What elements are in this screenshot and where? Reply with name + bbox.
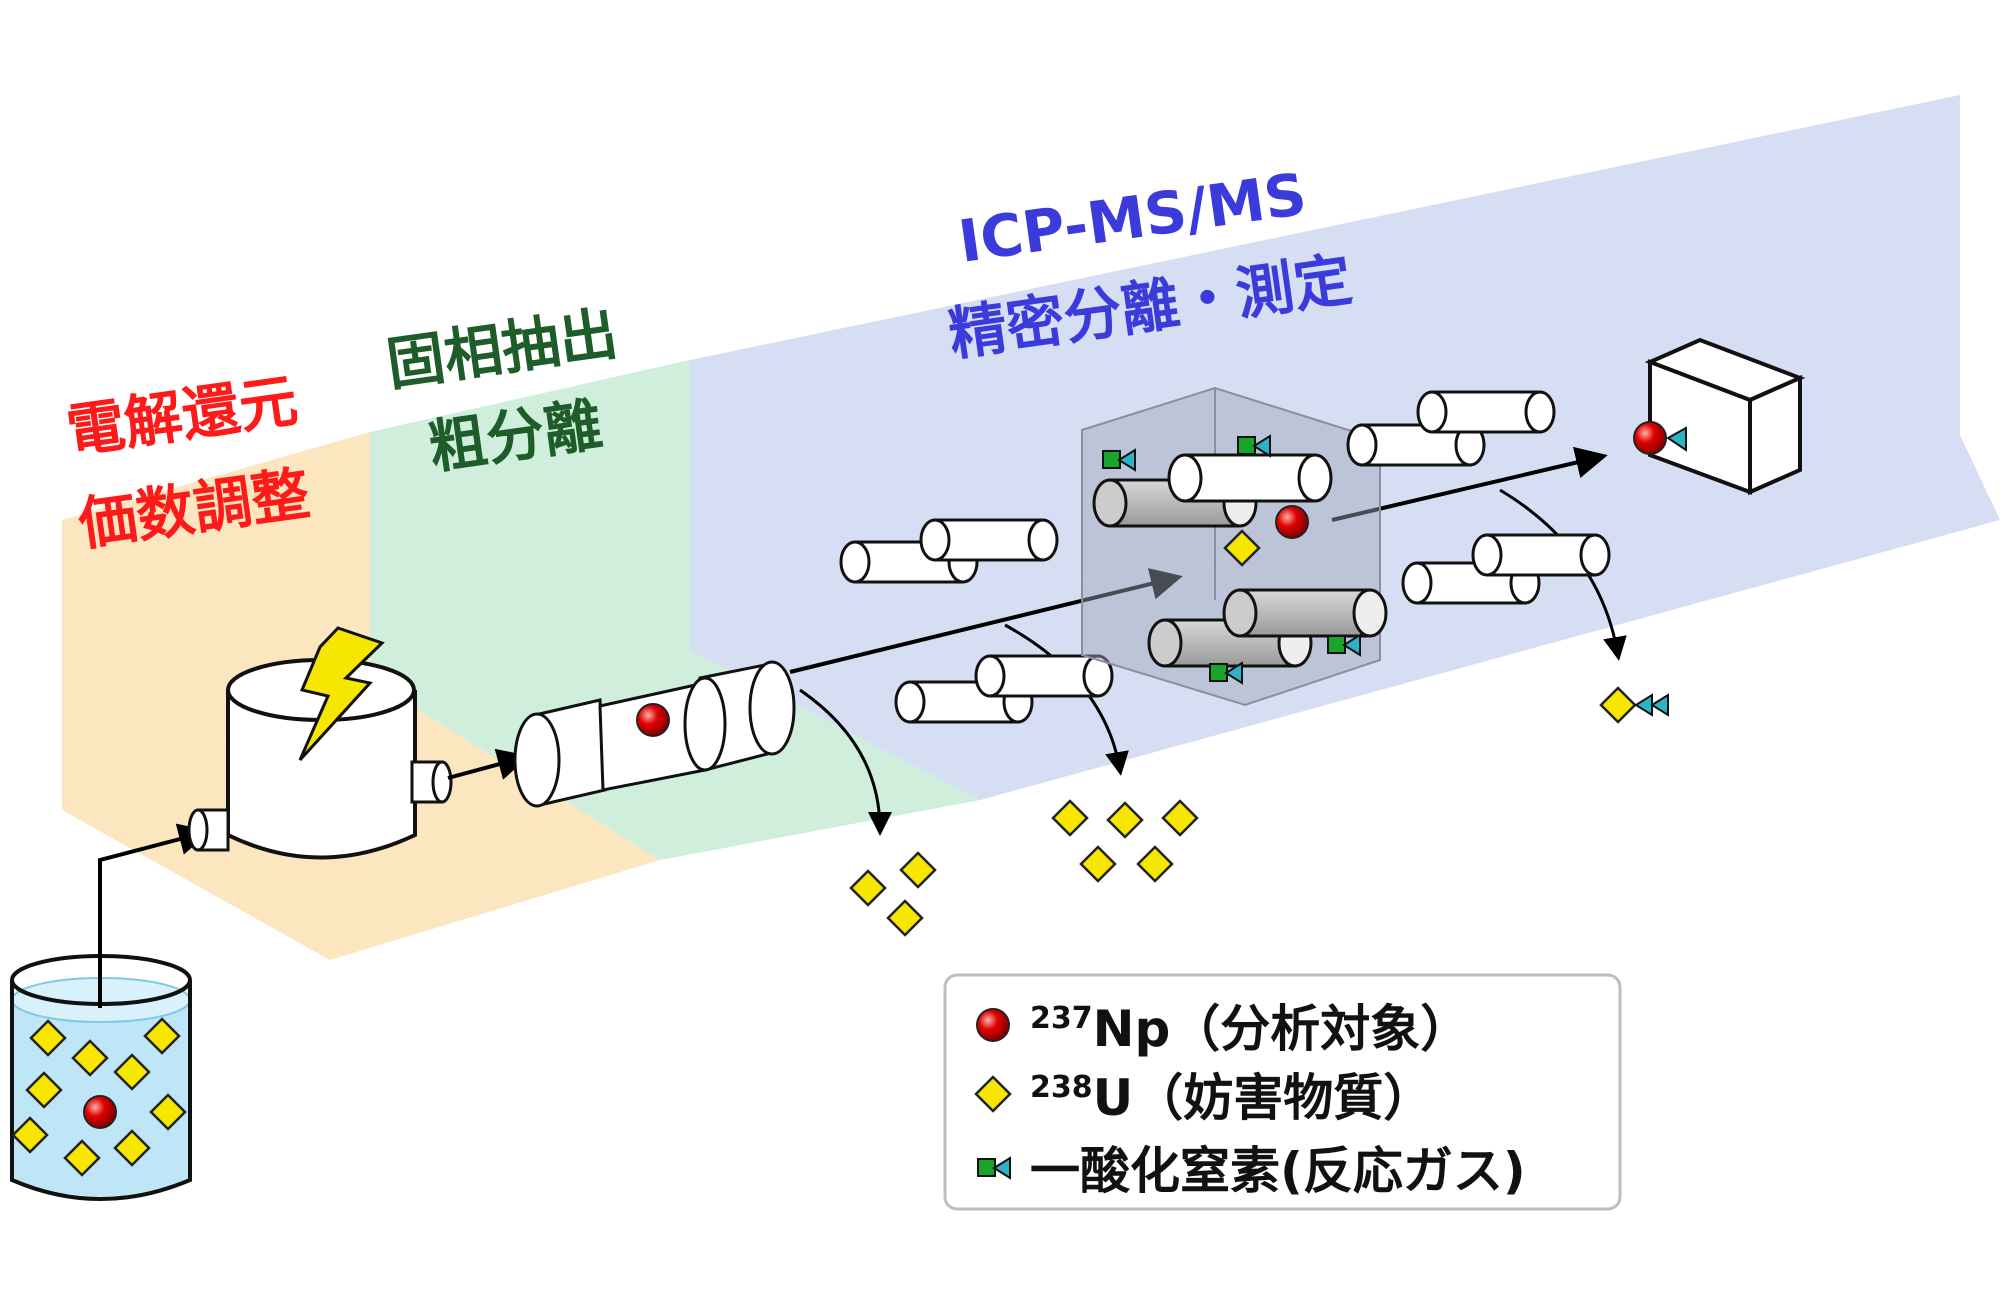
svg-text:238U（妨害物質）: 238U（妨害物質） bbox=[1030, 1069, 1433, 1127]
detector-cube bbox=[1633, 337, 1806, 496]
stage-electrolytic-line1: 電解還元 bbox=[62, 366, 301, 466]
lightning-icon bbox=[298, 626, 385, 762]
legend: 237Np（分析対象） 238U（妨害物質） 一酸化窒素(反応ガス) bbox=[943, 973, 1622, 1211]
panel-orange-wall bbox=[62, 432, 370, 810]
electrolysis-cell bbox=[187, 626, 453, 860]
cell-rods bbox=[1092, 453, 1388, 668]
legend-np-symbol: Np bbox=[1093, 1000, 1171, 1058]
u238-discarded bbox=[849, 869, 887, 907]
reaction-cell bbox=[1081, 386, 1388, 707]
q2-rod bbox=[1416, 390, 1556, 434]
no-gas-molecule bbox=[1209, 662, 1243, 684]
ion-beam-arrow-1 bbox=[789, 568, 1183, 674]
legend-box bbox=[943, 973, 1622, 1211]
flow-arrow-sample bbox=[98, 823, 211, 1008]
np237-in-column bbox=[636, 703, 670, 737]
discard-arrow-spe bbox=[799, 688, 892, 836]
legend-u-desc: （妨害物質） bbox=[1133, 1069, 1433, 1127]
legend-np-mass: 237 bbox=[1030, 1001, 1093, 1036]
no-gas-molecule bbox=[1327, 634, 1361, 656]
u238-discarded bbox=[899, 851, 937, 889]
np237-in-cell bbox=[1275, 505, 1309, 539]
legend-item-np: 237Np（分析対象） bbox=[976, 1000, 1470, 1058]
legend-np-desc: （分析対象） bbox=[1170, 1000, 1470, 1058]
np237-detected bbox=[1633, 421, 1667, 455]
legend-u-mass: 238 bbox=[1030, 1070, 1093, 1105]
u238-discarded bbox=[1106, 801, 1144, 839]
no-gas-legend-icon bbox=[977, 1157, 1011, 1179]
panel-blue-wall bbox=[690, 95, 1960, 650]
u238-discarded bbox=[886, 899, 924, 937]
legend-u-symbol: U bbox=[1093, 1069, 1134, 1127]
panel-green-wall bbox=[370, 360, 690, 680]
u238-discarded bbox=[1161, 799, 1199, 837]
discarded-u238-spe bbox=[849, 851, 937, 937]
svg-text:237Np（分析対象）: 237Np（分析対象） bbox=[1030, 1000, 1470, 1058]
q2-rod bbox=[1471, 533, 1611, 577]
q1-rod bbox=[974, 654, 1114, 698]
discarded-u238-no-complex bbox=[1599, 686, 1669, 724]
flow-arrow-cell-to-spe bbox=[447, 748, 530, 780]
spe-column bbox=[513, 660, 796, 808]
np237-legend-icon bbox=[976, 1008, 1010, 1042]
legend-item-u: 238U（妨害物質） bbox=[974, 1069, 1433, 1127]
ion-beam-arrow-2 bbox=[1331, 446, 1608, 522]
u238-discarded bbox=[1051, 799, 1089, 837]
stage-title-electrolytic: 電解還元 価数調整 bbox=[62, 366, 313, 559]
u238-discarded bbox=[1136, 845, 1174, 883]
np237-in-beaker bbox=[83, 1095, 117, 1129]
legend-item-no: 一酸化窒素(反応ガス) bbox=[977, 1142, 1526, 1200]
q1-rod bbox=[919, 518, 1059, 562]
discarded-u238-q1 bbox=[1051, 799, 1199, 883]
no-gas-molecule bbox=[1237, 435, 1271, 457]
beaker-body bbox=[10, 980, 192, 1201]
no-gas-molecule bbox=[1102, 449, 1136, 471]
u238-discarded bbox=[1599, 686, 1637, 724]
u238-discarded bbox=[1079, 845, 1117, 883]
legend-no-label: 一酸化窒素(反応ガス) bbox=[1030, 1142, 1526, 1200]
